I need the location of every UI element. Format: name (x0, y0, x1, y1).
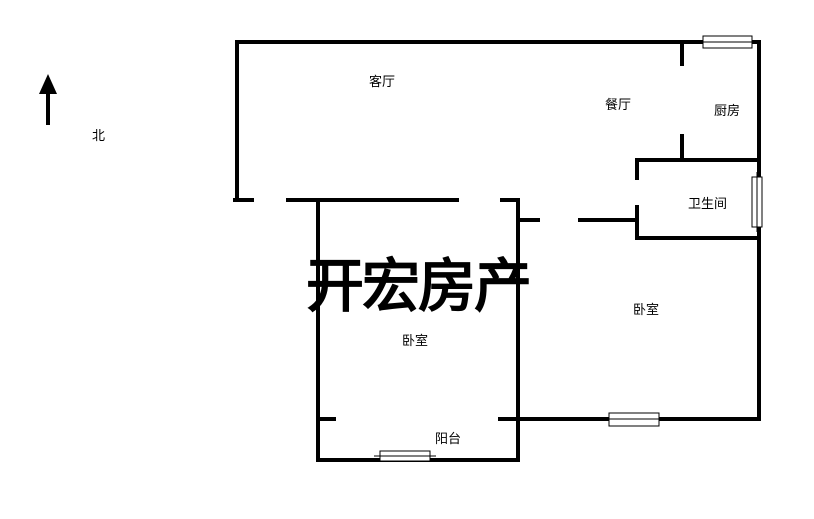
balcony-label: 阳台 (435, 432, 461, 447)
north-arrow-icon (39, 74, 57, 125)
walls (233, 40, 761, 462)
kitchen-label: 厨房 (714, 103, 740, 119)
north-label: 北 (92, 129, 105, 144)
bathroom-label: 卫生间 (688, 197, 727, 212)
watermark: 开宏房产 (306, 252, 530, 320)
bedroom-left-label: 卧室 (402, 333, 428, 349)
dining-room-label: 餐厅 (605, 97, 631, 113)
bedroom-right-label: 卧室 (633, 302, 659, 318)
living-room-label: 客厅 (369, 74, 395, 90)
windows (374, 35, 763, 462)
